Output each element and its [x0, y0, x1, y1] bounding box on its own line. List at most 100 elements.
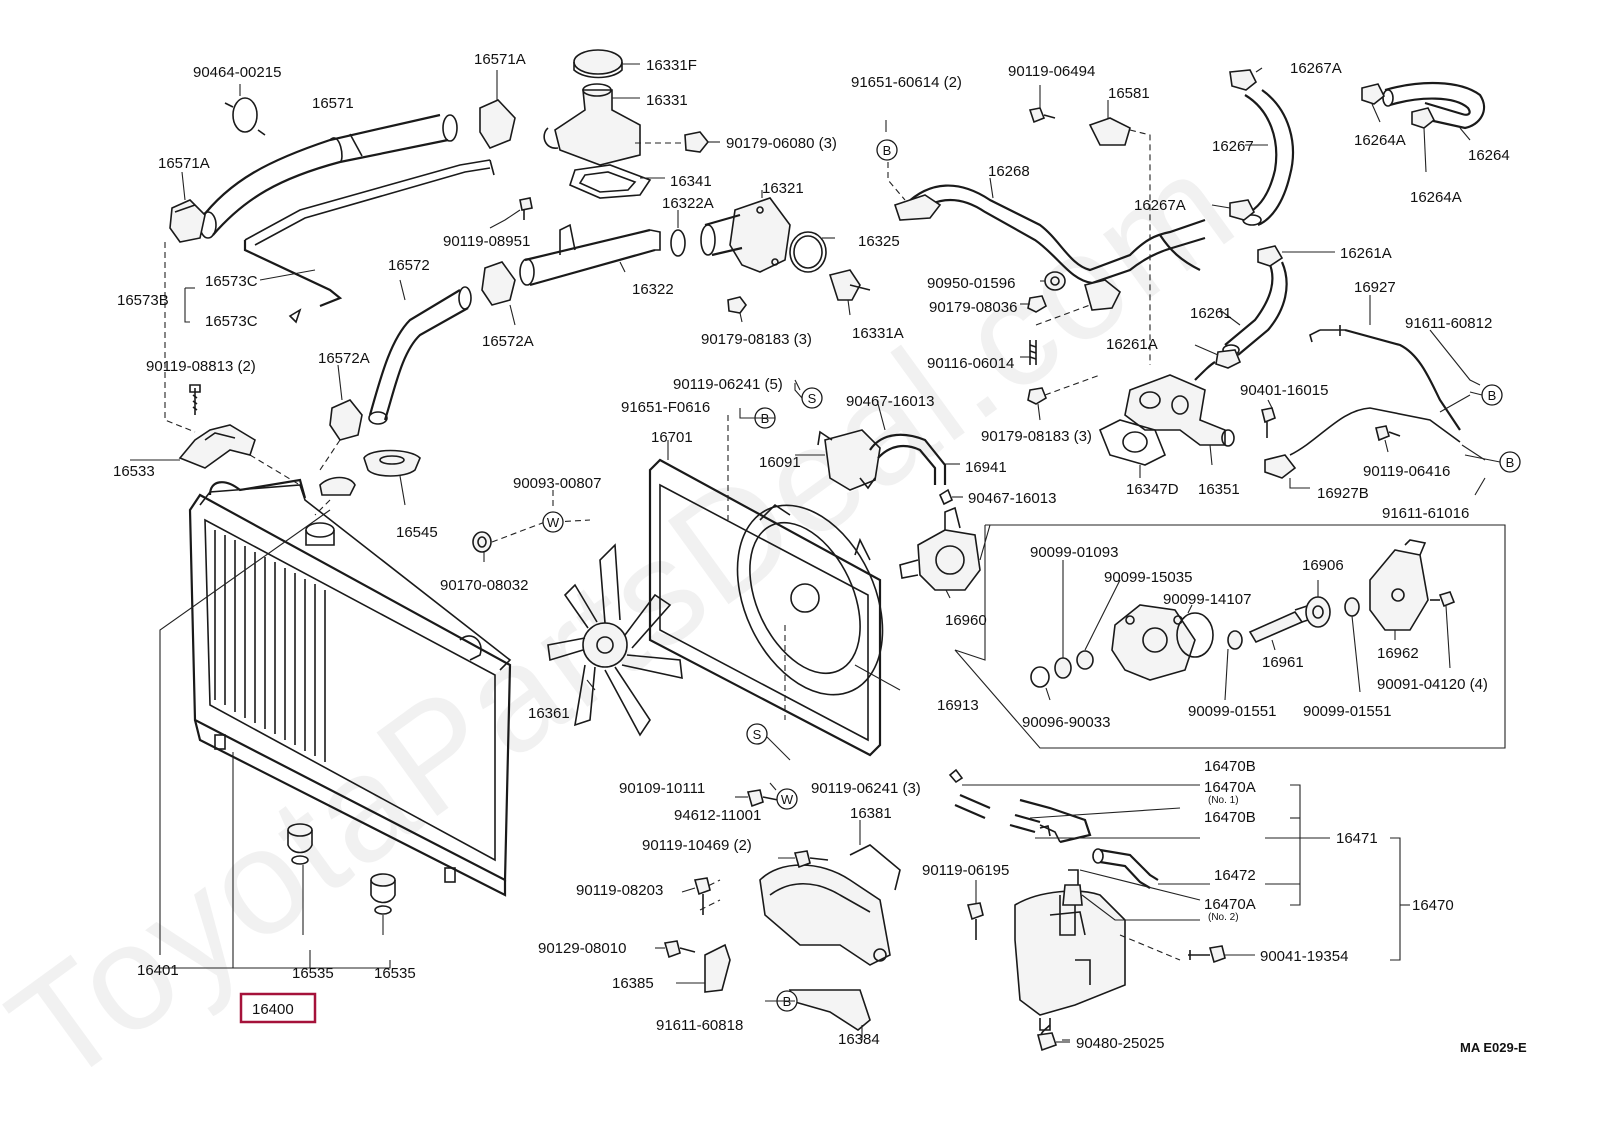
water-outlet-16321[interactable]: [700, 197, 791, 273]
label-16960[interactable]: 16960: [945, 612, 987, 629]
label-16268[interactable]: 16268: [988, 163, 1030, 180]
label-16384[interactable]: 16384: [838, 1031, 880, 1048]
label-91611-60812[interactable]: 91611-60812: [1405, 315, 1492, 332]
label-90119-08813[interactable]: 90119-08813 (2): [146, 358, 256, 375]
label-90119-06416[interactable]: 90119-06416: [1363, 463, 1450, 480]
tube-16470A-no1[interactable]: [1009, 813, 1041, 834]
label-91611-60818[interactable]: 91611-60818: [656, 1017, 743, 1034]
ring-90099-15035[interactable]: [1076, 650, 1094, 670]
label-16385[interactable]: 16385: [612, 975, 654, 992]
nut-90179-08036[interactable]: [1027, 295, 1047, 313]
clamp-16571A-top[interactable]: [479, 99, 516, 149]
hose-16264[interactable]: [1382, 81, 1486, 130]
label-16331[interactable]: 16331: [646, 92, 688, 109]
label-90950-01596[interactable]: 90950-01596: [927, 275, 1015, 292]
label-16961[interactable]: 16961: [1262, 654, 1304, 671]
radiator-16400[interactable]: [188, 478, 512, 897]
bracket-16533[interactable]: [178, 424, 256, 469]
label-16264A-b[interactable]: 16264A: [1410, 189, 1462, 206]
label-16347D[interactable]: 16347D: [1126, 481, 1179, 498]
label-16261A-b[interactable]: 16261A: [1106, 336, 1158, 353]
clamp-16571A-left[interactable]: [169, 199, 206, 243]
pump-housing[interactable]: [1111, 604, 1196, 681]
gasket-16347D[interactable]: [1098, 419, 1167, 466]
label-16400[interactable]: 16400: [252, 1001, 294, 1018]
label-16325[interactable]: 16325: [858, 233, 900, 250]
fan-shroud-16701[interactable]: [648, 458, 911, 757]
bolt-90401-16015[interactable]: [1261, 407, 1276, 438]
label-90467-16013-a[interactable]: 90467-16013: [846, 393, 934, 410]
washer-90170-08032[interactable]: [472, 531, 492, 553]
label-16913[interactable]: 16913: [937, 697, 979, 714]
label-90401-16015[interactable]: 90401-16015: [1240, 382, 1328, 399]
clamp-16264A-a[interactable]: [1361, 83, 1386, 105]
label-16470[interactable]: 16470: [1412, 897, 1454, 914]
label-90480-25025[interactable]: 90480-25025: [1076, 1035, 1164, 1052]
label-16322A[interactable]: 16322A: [662, 195, 714, 212]
cushion-16535-a[interactable]: [287, 823, 313, 865]
nut-90179-08183-b[interactable]: [1027, 387, 1047, 405]
label-16091[interactable]: 16091: [759, 454, 801, 471]
label-90116-06014[interactable]: 90116-06014: [927, 355, 1014, 372]
label-16571A-left[interactable]: 16571A: [158, 155, 210, 172]
water-pump-16960[interactable]: [899, 506, 981, 591]
o-ring-90096-90033[interactable]: [1030, 666, 1050, 688]
bolt-90091-04120[interactable]: [1430, 591, 1456, 608]
label-90119-06241-a[interactable]: 90119-06241 (5): [673, 376, 783, 393]
o-ring-16322A[interactable]: [670, 229, 686, 257]
clamp-16261A-b[interactable]: [1215, 349, 1242, 369]
label-16401[interactable]: 16401: [137, 962, 179, 979]
label-90099-01551-a[interactable]: 90099-01551: [1188, 703, 1276, 720]
hose-16927[interactable]: [1309, 325, 1461, 431]
label-90119-08203[interactable]: 90119-08203: [576, 882, 663, 899]
lower-hose-16572[interactable]: [368, 286, 472, 425]
shaft-16961[interactable]: [1248, 603, 1315, 644]
plug-90480-25025[interactable]: [1036, 1032, 1058, 1052]
impeller-16906[interactable]: [1305, 596, 1331, 628]
label-16927[interactable]: 16927: [1354, 279, 1396, 296]
label-90170-08032[interactable]: 90170-08032: [440, 577, 528, 594]
label-91651-F0616[interactable]: 91651-F0616: [621, 399, 710, 416]
label-94612-11001[interactable]: 94612-11001: [674, 807, 761, 824]
label-90119-08951[interactable]: 90119-08951: [443, 233, 530, 250]
bracket-16385[interactable]: [704, 943, 731, 993]
label-90179-08183-a[interactable]: 90179-08183 (3): [701, 331, 812, 348]
label-90179-08183-b[interactable]: 90179-08183 (3): [981, 428, 1092, 445]
bolt-90119-06195[interactable]: [966, 902, 984, 940]
label-90129-08010[interactable]: 90129-08010: [538, 940, 626, 957]
label-16470A-2[interactable]: 16470A: [1204, 896, 1256, 913]
label-16581[interactable]: 16581: [1108, 85, 1150, 102]
fan-16361[interactable]: [547, 543, 683, 737]
label-16573C-a[interactable]: 16573C: [205, 273, 258, 290]
gasket-90099-14107[interactable]: [1176, 612, 1214, 658]
bolt-90119-08951[interactable]: [519, 197, 533, 220]
label-91651-60614[interactable]: 91651-60614 (2): [851, 74, 962, 91]
label-16322[interactable]: 16322: [632, 281, 674, 298]
label-16267[interactable]: 16267: [1212, 138, 1254, 155]
label-16572[interactable]: 16572: [388, 257, 430, 274]
cap-16470A-no2[interactable]: [1062, 869, 1083, 906]
bolt-90109-10111[interactable]: [746, 789, 779, 808]
label-90119-06494[interactable]: 90119-06494: [1008, 63, 1095, 80]
hose-16261[interactable]: [1222, 259, 1288, 356]
cushion-16535-b[interactable]: [370, 873, 396, 915]
stud-90116-06014[interactable]: [1029, 340, 1037, 365]
hose-16472[interactable]: [1092, 848, 1159, 889]
valve-16091[interactable]: [817, 429, 881, 491]
label-16545[interactable]: 16545: [396, 524, 438, 541]
screw-90041-19354[interactable]: [1188, 945, 1226, 964]
label-90179-08036[interactable]: 90179-08036: [929, 299, 1017, 316]
label-16535-b[interactable]: 16535: [374, 965, 416, 982]
pipe-16927B[interactable]: [1264, 407, 1461, 479]
bracket-16581[interactable]: [1088, 117, 1131, 146]
bolt-90119-10469[interactable]: [793, 850, 829, 869]
label-16264[interactable]: 16264: [1468, 147, 1510, 164]
label-16573C-b[interactable]: 16573C: [205, 313, 258, 330]
label-90093-00807[interactable]: 90093-00807: [513, 475, 601, 492]
clamp-90464-00215[interactable]: [224, 97, 266, 136]
heater-pipe-16268[interactable]: [893, 184, 1206, 311]
label-16267A-top[interactable]: 16267A: [1290, 60, 1342, 77]
label-90099-01551-b[interactable]: 90099-01551: [1303, 703, 1391, 720]
grommet-90950-01596[interactable]: [1044, 271, 1066, 291]
reservoir-16470[interactable]: [1014, 890, 1126, 1031]
